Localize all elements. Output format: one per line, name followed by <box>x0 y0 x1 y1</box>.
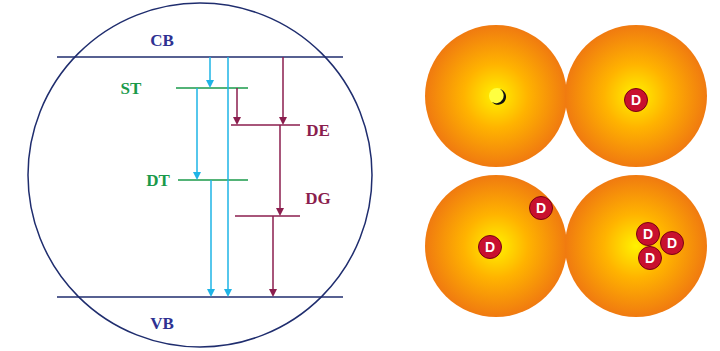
level-label: DE <box>306 122 330 139</box>
defect-dot: D <box>529 196 553 220</box>
quantum-dots <box>425 25 707 317</box>
level-label: CB <box>150 32 174 49</box>
defect-dot: D <box>636 222 660 246</box>
defect-dot: D <box>624 88 648 112</box>
crescent-symbol <box>492 89 506 105</box>
dt-level <box>178 179 248 181</box>
defect-label: D <box>536 201 546 215</box>
defect-arrows <box>237 57 283 295</box>
defect-label: D <box>485 240 495 254</box>
defect-label: D <box>667 236 677 250</box>
defect-label: D <box>645 251 655 265</box>
level-label: ST <box>121 80 142 97</box>
defect-label: D <box>631 93 641 107</box>
zoom-circle <box>28 3 372 347</box>
level-label: DG <box>305 190 331 207</box>
dg-level <box>235 215 300 217</box>
de-level <box>231 124 300 126</box>
trap-arrows <box>197 57 228 295</box>
vb-line <box>57 296 343 298</box>
defect-dot: D <box>660 231 684 255</box>
cb-line <box>57 56 343 58</box>
level-label: DT <box>146 172 170 189</box>
defect-label: D <box>643 227 653 241</box>
defect-dot: D <box>638 246 662 270</box>
defect-dot: D <box>478 235 502 259</box>
level-label: VB <box>150 315 174 332</box>
